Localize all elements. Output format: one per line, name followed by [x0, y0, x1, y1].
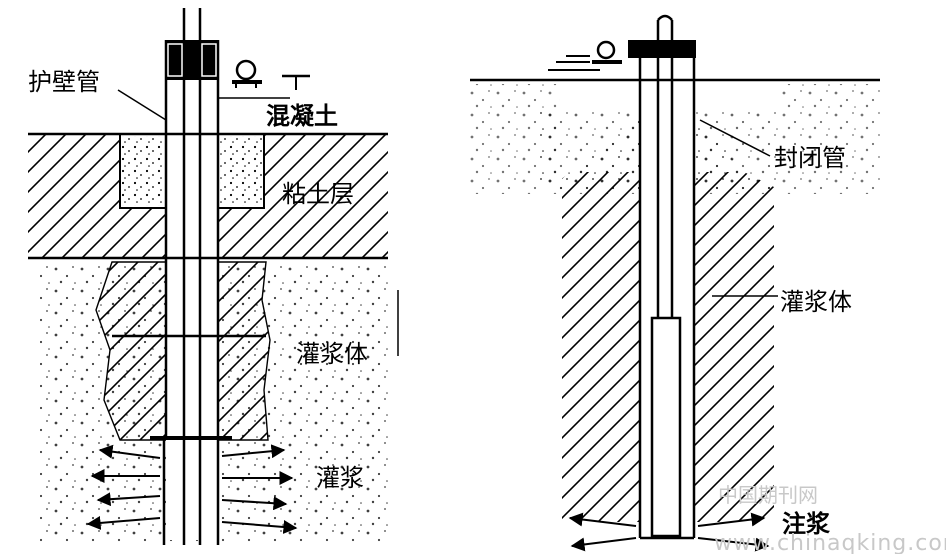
grouting-label: 灌浆: [316, 464, 364, 492]
right-diagram: 封闭管 灌浆体 注浆: [470, 14, 880, 552]
concrete-fill-left: [122, 136, 164, 206]
casing-label: 护壁管: [28, 68, 100, 96]
inner-pipe-top: [657, 14, 673, 21]
watermark-site-name: 中国期刊网: [718, 483, 818, 507]
lower-sleeve: [650, 316, 682, 538]
grout-body-label: 灌浆体: [296, 340, 368, 368]
grouting-arrows-right: [221, 444, 298, 534]
valve-icon: [232, 59, 262, 88]
injection-label: 注浆: [782, 510, 831, 538]
cap-pattern-r: [201, 43, 217, 77]
left-diagram: 护壁管 混凝土 粘土层 灌浆体 灌浆: [28, 8, 399, 545]
casing-pipe: [166, 40, 218, 540]
watermark-url: www.chinaqking.com: [714, 531, 946, 554]
grout-body-label-right: 灌浆体: [780, 288, 852, 316]
grouting-arrows-left: [86, 444, 161, 530]
cap-pattern-l: [167, 43, 183, 77]
concrete-fill-right: [220, 136, 262, 206]
sealed-pipe-label: 封闭管: [774, 144, 846, 172]
valve-icon-right: [556, 40, 622, 64]
concrete-label: 混凝土: [266, 102, 338, 130]
benchmark-icon: [282, 74, 310, 90]
sealed-cap: [628, 40, 696, 58]
clay-label: 粘土层: [282, 180, 354, 208]
sealed-pipe-leader: [699, 119, 771, 157]
casing-leader: [117, 89, 167, 121]
injection-arrows: [568, 512, 770, 552]
